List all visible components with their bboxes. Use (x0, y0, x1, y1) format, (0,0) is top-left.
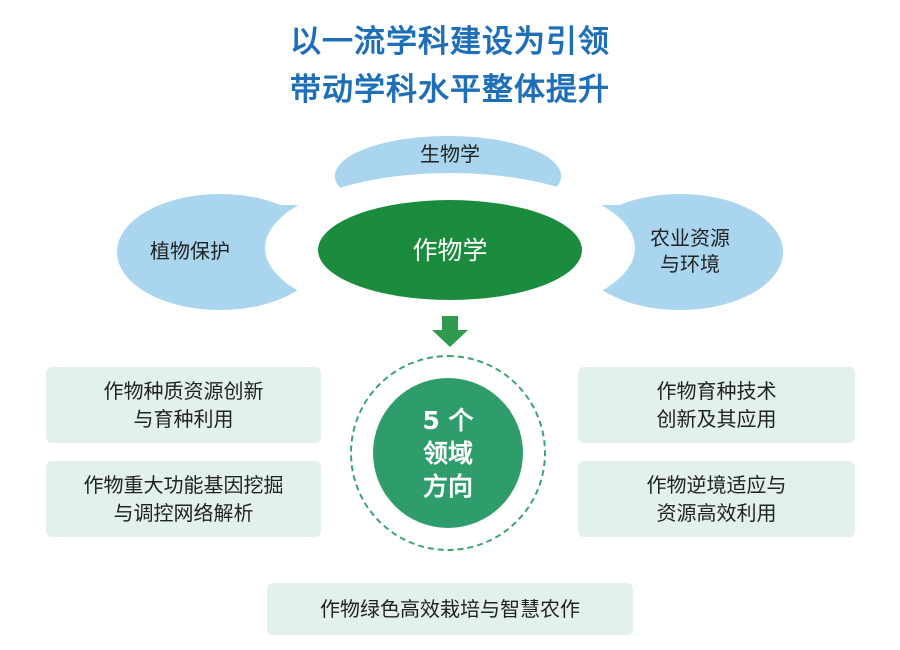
box-text: 与调控网络解析 (113, 501, 254, 525)
box-text: 与育种利用 (133, 407, 234, 431)
hub-line3: 方向 (422, 471, 473, 501)
cloud-shape (117, 136, 783, 323)
hub-line1: 5 个 (422, 405, 474, 435)
discipline-crop-science: 作物学 (412, 236, 488, 265)
direction-box-breeding-tech: 作物育种技术 创新及其应用 (578, 367, 855, 443)
center-ellipse (318, 200, 582, 300)
discipline-agri-resources: 农业资源 与环境 (630, 225, 750, 277)
direction-box-smart-farming: 作物绿色高效栽培与智慧农作 (267, 583, 633, 635)
discipline-biology: 生物学 (420, 142, 480, 166)
hub-dashed-ring (350, 355, 546, 551)
direction-box-gene-mining: 作物重大功能基因挖掘 与调控网络解析 (46, 461, 321, 537)
box-text: 作物重大功能基因挖掘 (83, 473, 284, 497)
box-text: 作物种质资源创新 (103, 379, 264, 403)
direction-box-stress-adaptation: 作物逆境适应与 资源高效利用 (578, 461, 855, 537)
box-text: 作物逆境适应与 (646, 473, 787, 497)
box-text: 创新及其应用 (656, 407, 777, 431)
box-text: 作物绿色高效栽培与智慧农作 (320, 597, 580, 621)
title-line-1: 以一流学科建设为引领 (290, 24, 610, 60)
box-text: 资源高效利用 (656, 501, 777, 525)
hub-line2: 领域 (422, 438, 473, 468)
discipline-agri-resources-line2: 与环境 (660, 252, 720, 276)
down-arrow-icon (432, 316, 468, 347)
discipline-agri-resources-line1: 农业资源 (650, 226, 730, 250)
box-text: 作物育种技术 (656, 379, 777, 403)
discipline-plant-protection: 植物保护 (150, 239, 230, 263)
direction-box-germplasm: 作物种质资源创新 与育种利用 (46, 367, 321, 443)
title-line-2: 带动学科水平整体提升 (290, 72, 610, 108)
hub-circle: 5 个 领域 方向 (373, 378, 523, 528)
